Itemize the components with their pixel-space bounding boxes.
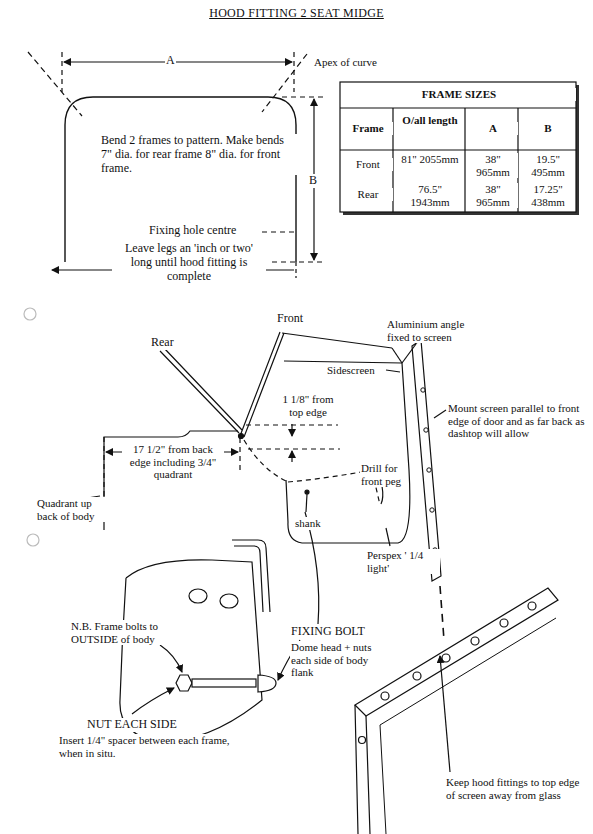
dimension-label: B (308, 174, 318, 188)
part-label: Rear (150, 336, 175, 350)
table-cell: Front (343, 158, 393, 171)
part-label: NUT EACH SIDE (86, 718, 178, 732)
table-header: B (521, 122, 575, 135)
page-title: HOOD FITTING 2 SEAT MIDGE (0, 6, 593, 21)
part-label: Sidescreen (326, 364, 376, 377)
part-label: Aluminium angle fixed to screen (386, 318, 486, 343)
instruction-note: Keep hood fittings to top edge of screen… (445, 776, 589, 801)
table-cell: Rear (343, 188, 393, 201)
dimension-note: 17 1/2" from back edge including 3/4" qu… (122, 443, 224, 481)
instruction-note: Insert 1/4" spacer between each frame, w… (58, 734, 250, 759)
table-title: FRAME SIZES (342, 88, 576, 101)
instruction-note: Drill for front peg (360, 462, 404, 487)
table-header: A (468, 122, 518, 135)
instruction-note: Mount screen parallel to front edge of d… (447, 402, 589, 440)
table-cell: 38" 965mm (468, 183, 518, 208)
part-label: Perspex ' 1/4 light' (366, 549, 440, 574)
note: Apex of curve (313, 56, 378, 69)
instruction-note: Bend 2 frames to pattern. Make bends 7" … (100, 134, 297, 175)
part-label: Quadrant up back of body (36, 497, 110, 522)
table-cell: 81" 2055mm (398, 153, 462, 166)
table-cell: 19.5" 495mm (521, 153, 575, 178)
table-header: O/all length (398, 114, 462, 127)
table-cell: 38" 965mm (468, 153, 518, 178)
dimension-note: 1 1/8" from top edge (276, 393, 340, 418)
part-label: shank (294, 517, 322, 530)
part-label: Front (276, 312, 304, 326)
table-cell: 76.5" 1943mm (398, 183, 462, 208)
instruction-note: Leave legs an 'inch or two' long until h… (112, 242, 266, 283)
table-cell: 17.25" 438mm (521, 183, 575, 208)
note: Fixing hole centre (148, 224, 237, 238)
dimension-label: A (165, 54, 176, 68)
instruction-note: N.B. Frame bolts to OUTSIDE of body (70, 620, 166, 645)
note: Dome head + nuts each side of body flank (290, 641, 392, 679)
table-header: Frame (343, 122, 393, 135)
part-label: FIXING BOLT (290, 625, 366, 639)
